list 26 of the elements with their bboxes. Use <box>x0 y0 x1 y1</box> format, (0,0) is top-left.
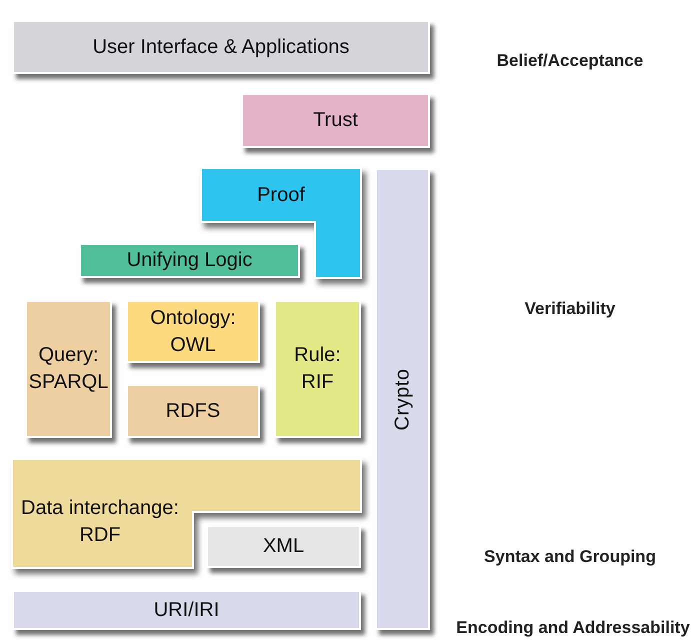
layer-label: Data interchange: RDF <box>20 496 180 548</box>
layer-category-label: Verifiability <box>524 298 616 320</box>
layer-label: Crypto <box>390 368 414 430</box>
layer-block <box>274 300 361 438</box>
layer-block <box>25 300 112 438</box>
layer-label: URI/IRI <box>154 598 220 622</box>
layer-category-label: Belief/Acceptance <box>496 50 644 72</box>
layer-category-label: Syntax and Grouping <box>483 546 657 568</box>
layer-label: Ontology: OWL <box>149 306 237 358</box>
layer-block <box>241 93 430 148</box>
layer-block <box>206 525 361 568</box>
layer-label: RDFS <box>166 398 220 424</box>
layer-block <box>79 243 300 278</box>
layer-label: Rule: RIF <box>293 343 342 395</box>
layer-label: User Interface & Applications <box>92 34 350 60</box>
layer-category-label: Encoding and Addressability <box>455 617 691 639</box>
layer-label: Query: SPARQL <box>28 343 108 395</box>
layer-block <box>126 300 260 363</box>
layer-block <box>375 168 430 630</box>
layer-block <box>12 20 430 74</box>
layer-block <box>126 384 260 438</box>
layer-label: XML <box>262 534 304 559</box>
layer-label: Unifying Logic <box>126 248 252 273</box>
layer-label: Proof <box>257 183 305 208</box>
layer-label: Trust <box>313 108 358 133</box>
layer-block <box>12 590 361 630</box>
